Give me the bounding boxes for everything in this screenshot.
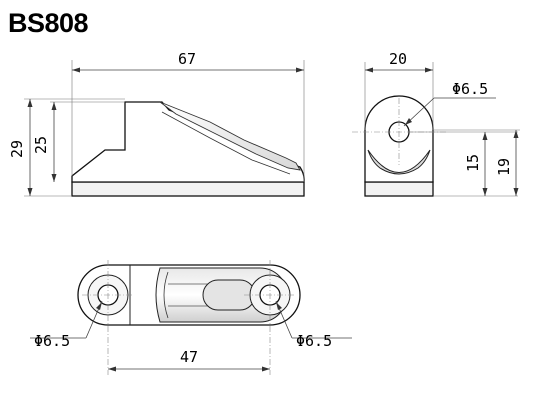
top-spacing-arrow-left <box>108 366 116 372</box>
end-hole-label: Φ6.5 <box>452 80 488 98</box>
end-width-label: 20 <box>389 50 407 68</box>
top-view-capsule <box>202 279 256 311</box>
top-hole-left-label: Φ6.5 <box>34 332 70 350</box>
side-height-total-label: 29 <box>8 140 26 158</box>
side-height-total-arrow-top <box>27 99 33 107</box>
side-length-arrow-left <box>72 67 80 73</box>
side-view-ramp-shade <box>159 101 301 171</box>
end-hole-leader-arrow <box>405 118 412 125</box>
side-view-base <box>71 181 305 197</box>
end-height-total-arrow-top <box>513 130 519 138</box>
end-height-total-label: 19 <box>495 158 513 176</box>
top-spacing-arrow-right <box>262 366 270 372</box>
side-height-body-arrow-top <box>51 102 57 110</box>
top-spacing-label: 47 <box>180 348 198 366</box>
side-length-arrow-right <box>296 67 304 73</box>
top-hole-left-leader-arrow <box>96 302 102 310</box>
top-hole-right-leader-arrow <box>276 302 282 310</box>
top-view-channel-edge <box>163 271 169 319</box>
top-hole-right-label: Φ6.5 <box>296 332 332 350</box>
end-height-total-arrow-bottom <box>513 188 519 196</box>
end-width-arrow-right <box>425 67 433 73</box>
end-height-center-arrow-bottom <box>482 188 488 196</box>
end-view-base <box>364 181 434 197</box>
side-height-total-arrow-bottom <box>27 188 33 196</box>
top-view: Φ6.5 Φ6.5 47 <box>30 260 352 375</box>
side-view-ramp-line <box>161 111 291 175</box>
side-height-body-arrow-bottom <box>51 174 57 182</box>
end-view-jaw <box>367 149 431 175</box>
end-height-center-arrow-top <box>482 132 488 140</box>
drawing-title: BS808 <box>8 8 89 38</box>
side-view: 67 29 25 <box>8 50 305 197</box>
end-height-center-label: 15 <box>464 154 482 172</box>
side-height-body-label: 25 <box>32 136 50 154</box>
end-view: 20 Φ6.5 15 19 <box>352 50 520 197</box>
end-width-arrow-left <box>365 67 373 73</box>
side-length-label: 67 <box>178 50 196 68</box>
